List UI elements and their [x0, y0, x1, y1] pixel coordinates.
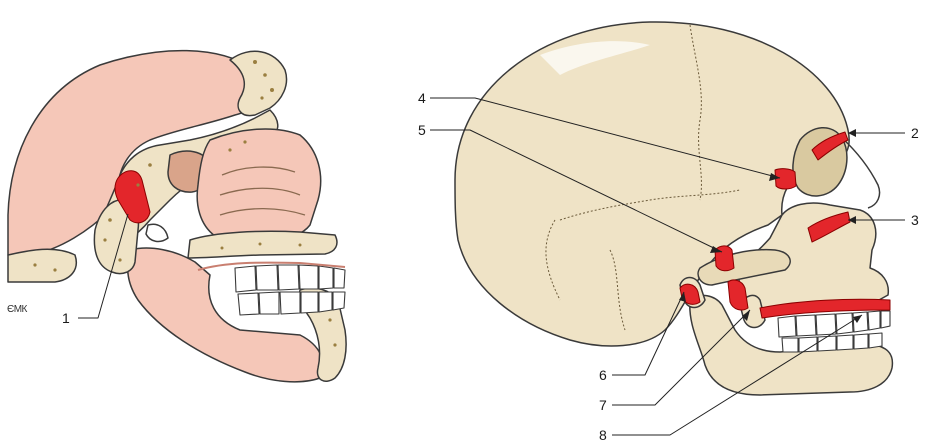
artist-signature: ЄМК: [7, 304, 27, 315]
upper-teeth-left: [235, 265, 345, 292]
articular-disc-left: [146, 224, 168, 241]
frontozygomatic-highlight: [775, 169, 796, 189]
callout-label-4: 4: [418, 91, 426, 105]
callout-label-6: 6: [599, 368, 607, 382]
callout-label-5: 5: [418, 123, 426, 137]
callout-label-2: 2: [911, 126, 919, 140]
occipital-bone-section: [8, 249, 76, 282]
callout-label-3: 3: [911, 213, 919, 227]
callout-label-1: 1: [62, 311, 70, 325]
hard-palate: [188, 231, 337, 258]
sagittal-section: [8, 51, 346, 382]
callout-label-7: 7: [599, 398, 607, 412]
lateral-skull: [430, 22, 905, 435]
nasal-cavity-region: [197, 129, 321, 239]
callout-label-8: 8: [599, 428, 607, 442]
upper-teeth-right: [778, 311, 890, 337]
